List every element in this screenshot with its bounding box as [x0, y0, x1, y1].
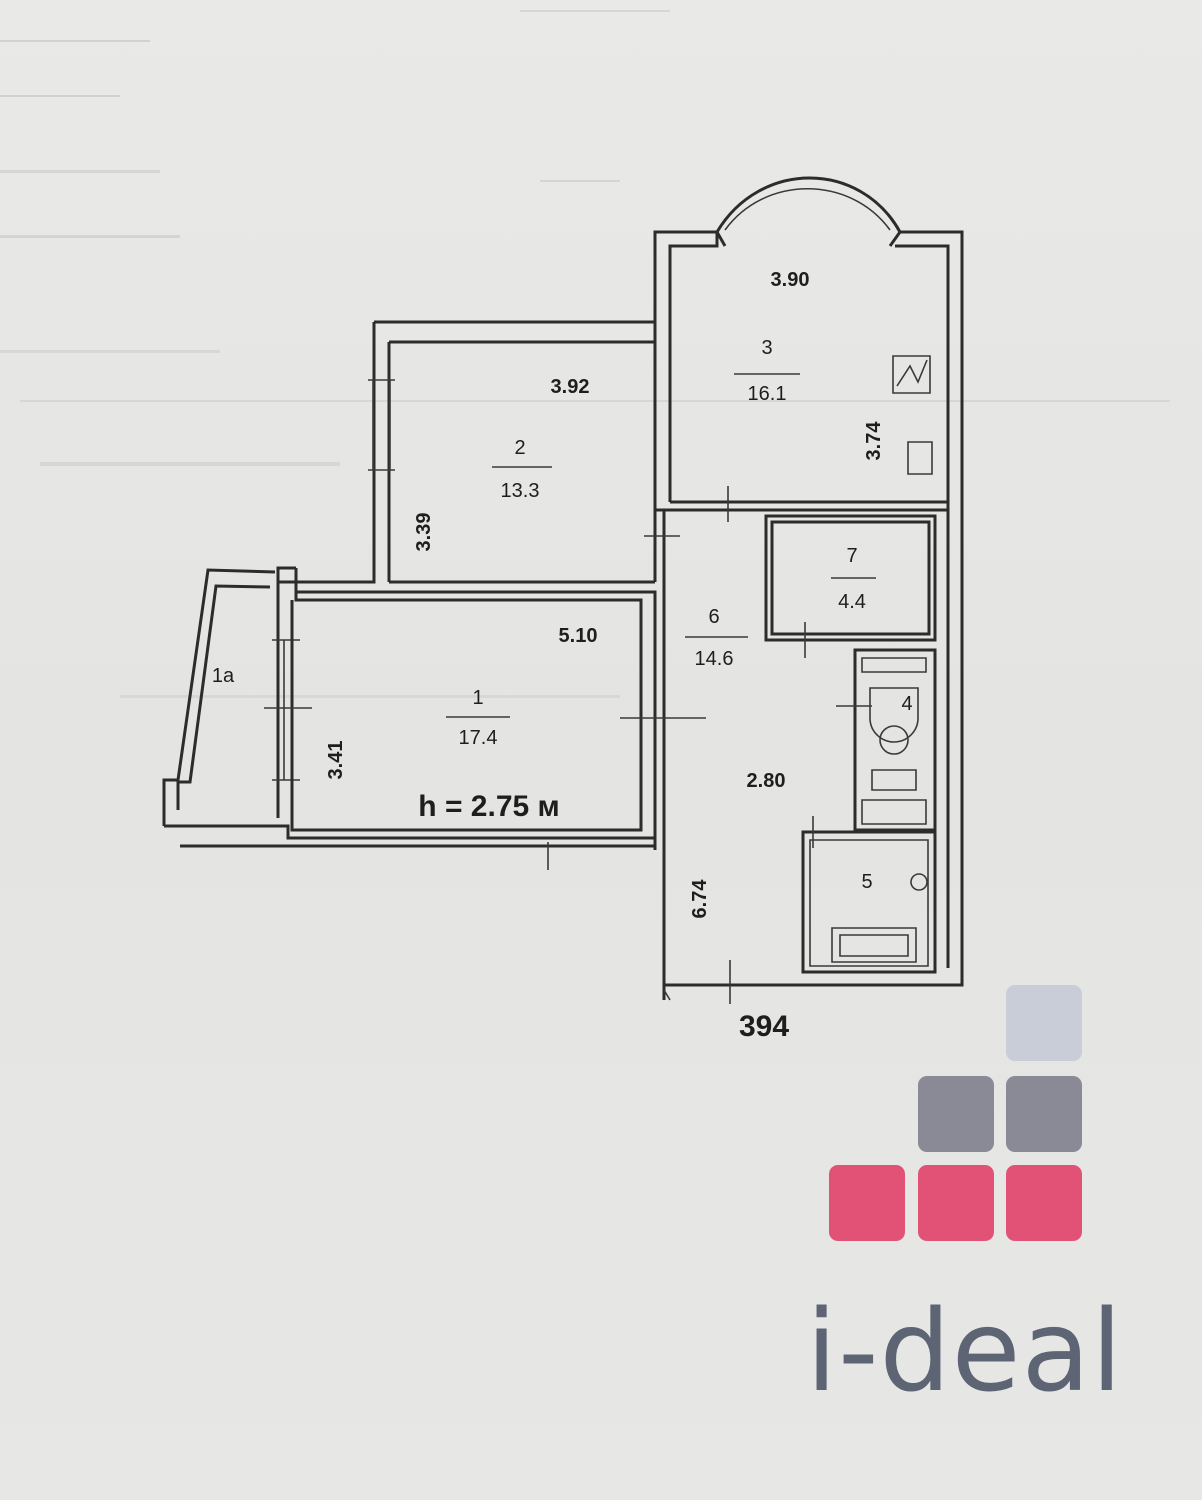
room-3-area: 16.1: [748, 383, 787, 405]
hall-width: 2.80: [747, 770, 786, 792]
ceiling-height: h = 2.75 м: [418, 790, 559, 823]
room-1-area: 17.4: [459, 727, 498, 749]
exterior-walls: [162, 176, 964, 1000]
apartment-number: 394: [739, 1010, 789, 1043]
room-2-area: 13.3: [501, 480, 540, 502]
room-5-number: 5: [861, 871, 872, 893]
room-7-number: 7: [846, 545, 857, 567]
room-2-width: 3.92: [551, 376, 590, 398]
logo-text: i-deal: [806, 1287, 1124, 1417]
logo-square-accent: [918, 1165, 994, 1241]
room-3-width: 3.90: [771, 269, 810, 291]
room-6-number: 6: [708, 606, 719, 628]
interior-walls: [264, 340, 948, 1004]
room-2-depth: 3.39: [413, 513, 435, 552]
room-1-number: 1: [472, 687, 483, 709]
room-7-area: 4.4: [838, 591, 866, 613]
logo-square-mid: [918, 1076, 994, 1152]
hall-depth: 6.74: [689, 879, 711, 919]
logo-square-light: [1006, 985, 1082, 1061]
room-4-number: 4: [901, 693, 912, 715]
room-2-number: 2: [514, 437, 525, 459]
room-3-depth: 3.74: [863, 421, 885, 461]
logo-square-accent: [1006, 1165, 1082, 1241]
logo-square-accent: [829, 1165, 905, 1241]
room-1-depth: 3.41: [325, 741, 347, 780]
bleed-through-marks: [0, 10, 1170, 698]
logo-mark: [829, 985, 1089, 1245]
room-6-area: 14.6: [695, 648, 734, 670]
room-1-width: 5.10: [559, 625, 598, 647]
room-1a-number: 1a: [212, 665, 235, 687]
logo-square-mid: [1006, 1076, 1082, 1152]
room-3-number: 3: [761, 337, 772, 359]
